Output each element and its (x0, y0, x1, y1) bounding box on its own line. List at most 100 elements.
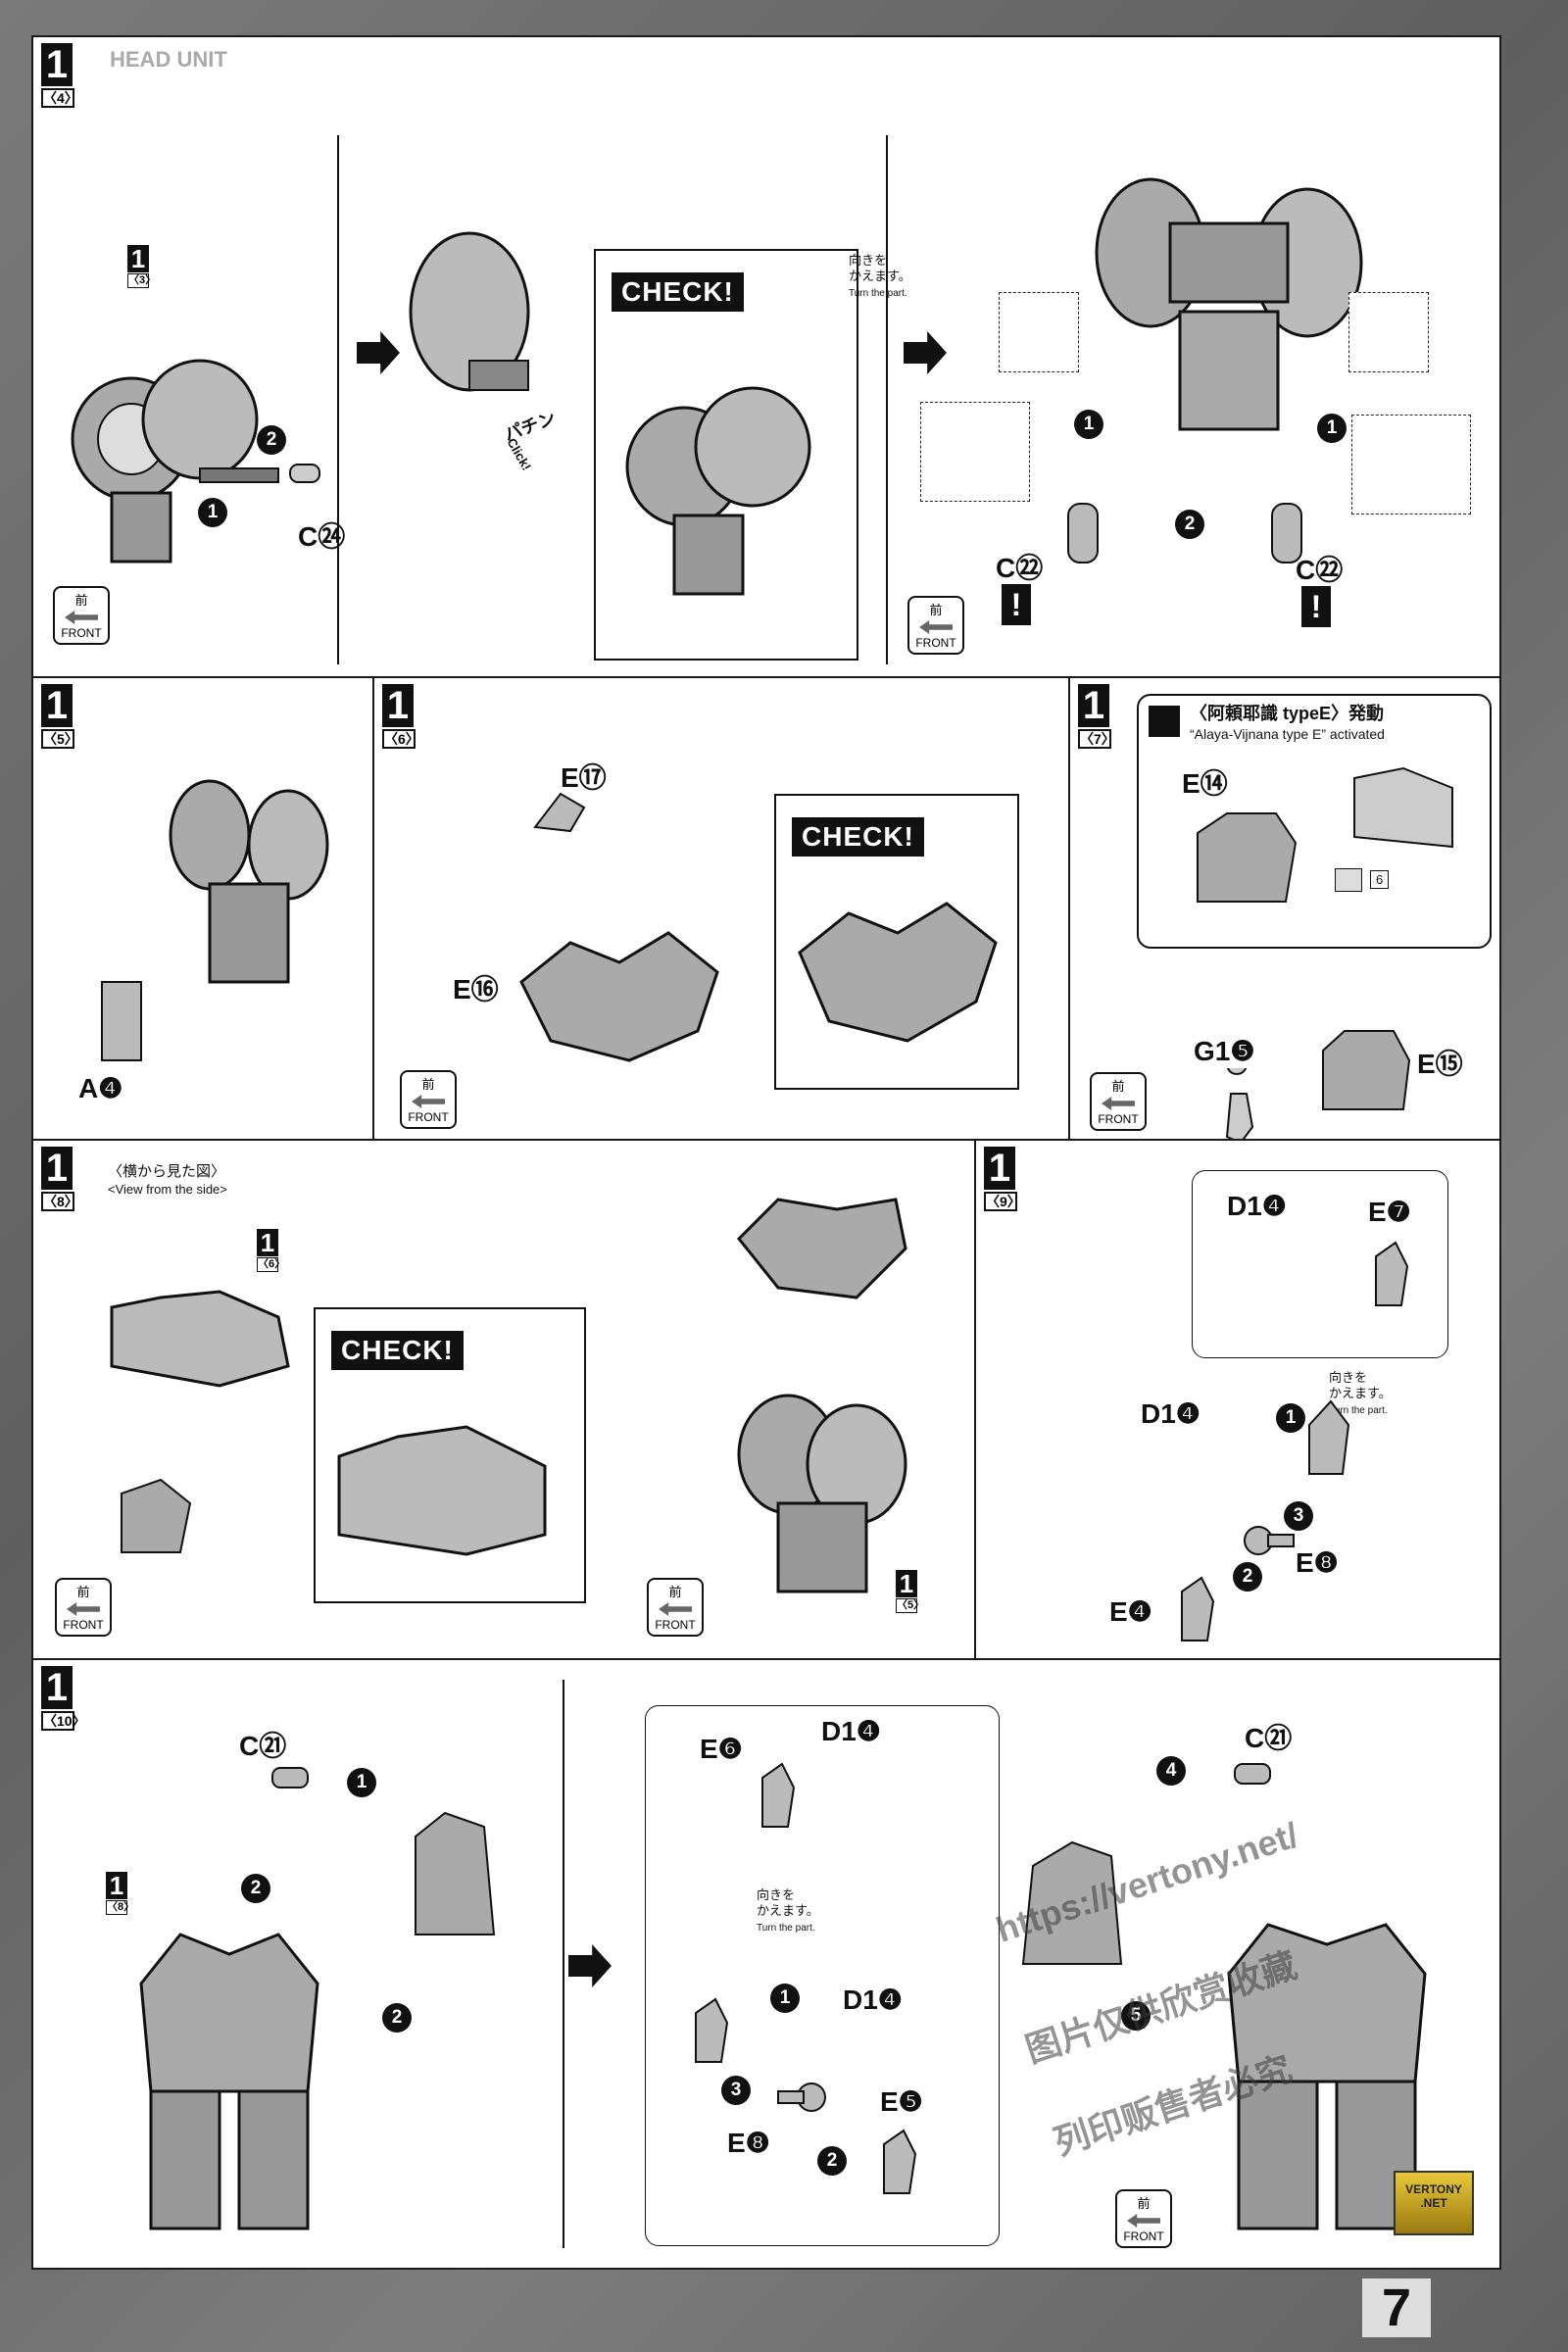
turn-jp-1: 向きを (1329, 1370, 1368, 1385)
step-number: 1〈8〉 (41, 1147, 78, 1211)
activated-title: 〈阿頼耶識 typeE〉発動 (1190, 704, 1385, 723)
detail-box (1351, 415, 1471, 514)
part-e8-icon (1244, 1526, 1295, 1555)
part-label: E⑰ (561, 762, 607, 793)
part-label: D1❹ (821, 1716, 881, 1746)
ref-step-8: 1〈8〉 (106, 1871, 135, 1915)
part-label: D1❹ (843, 1984, 903, 2015)
part-label: C㉑ (239, 1731, 287, 1761)
torso-part-illustration (519, 931, 719, 1062)
part-label: C㉒ (1296, 555, 1344, 585)
decal-icon (1149, 706, 1180, 737)
step-number: 1〈4〉 (41, 43, 78, 108)
part-label: E❹ (1109, 1596, 1152, 1627)
part-label: A❹ (78, 1073, 123, 1103)
view-label-en: <View from the side> (108, 1182, 227, 1197)
step-badge: 5 (1121, 2001, 1151, 2031)
part-side-icon (121, 1478, 192, 1553)
step-number: 1〈7〉 (1078, 684, 1115, 749)
part-c22-icon (1067, 503, 1099, 564)
check-box: CHECK! (594, 249, 858, 661)
activated-subtitle: “Alaya-Vijnana type E” activated (1190, 726, 1385, 742)
unit-title: HEAD UNIT (110, 47, 227, 72)
next-arrow (568, 1944, 612, 1987)
part-e8-icon (777, 2082, 826, 2112)
turn-en: Turn the part. (849, 288, 907, 299)
head-part-illustration (169, 779, 329, 984)
head-part-illustration (71, 359, 279, 564)
part-label: E❽ (727, 2128, 770, 2158)
detail-callout (645, 1705, 1000, 2246)
sticker-icon (1335, 868, 1362, 892)
part-c21-icon (1234, 1763, 1271, 1785)
torso-part-check (798, 902, 998, 1043)
torso-assembly-illustration (139, 1933, 319, 2230)
step-badge: 2 (257, 425, 286, 455)
panel-step-5: 1〈5〉 A❹ (31, 676, 374, 1141)
step-badge: 3 (1284, 1501, 1313, 1531)
decal-detail (1353, 766, 1453, 849)
divider (337, 135, 339, 664)
divider (886, 135, 888, 664)
part-c24-icon (289, 464, 320, 483)
head-assembly-illustration (1095, 177, 1363, 431)
turn-jp-1: 向きを (757, 1887, 796, 1902)
part-label: E❽ (1296, 1547, 1339, 1578)
activated-callout: 〈阿頼耶識 typeE〉発動 “Alaya-Vijnana type E” ac… (1137, 694, 1492, 949)
part-label: E⑯ (453, 974, 499, 1004)
step-badge: 2 (1233, 1562, 1262, 1592)
step-badge: 2 (241, 1874, 270, 1903)
step-badge: 1 (198, 498, 227, 527)
part-a4-icon (101, 981, 142, 1061)
part-label: G1❺ (1194, 1036, 1255, 1066)
ref-step-3: 1〈3〉 (127, 244, 157, 288)
step-badge: 2 (382, 2003, 412, 2033)
caution-icon: ! (1301, 586, 1331, 627)
part-label: E⑭ (1182, 768, 1228, 799)
part-label: D1❹ (1227, 1191, 1287, 1221)
step-badge: 3 (721, 2076, 751, 2105)
part-label: E❺ (880, 2086, 923, 2117)
check-box: CHECK! (314, 1307, 586, 1603)
part-e7-assembled-icon (1308, 1399, 1350, 1475)
turn-jp-2: かえます。 (849, 269, 911, 283)
stack-assembly-illustration (736, 1198, 907, 1593)
head-part-check (625, 386, 811, 596)
part-label: E❻ (700, 1734, 743, 1764)
pilot-figure-icon (1225, 1068, 1254, 1145)
turn-jp-2: かえます。 (757, 1903, 819, 1918)
page-number: 7 (1362, 2278, 1431, 2337)
vertony-logo: VERTONY.NET (1394, 2171, 1474, 2235)
step-badge: 1 (1276, 1403, 1305, 1433)
step-number: 1〈5〉 (41, 684, 78, 749)
step-badge: 1 (347, 1768, 376, 1797)
panel-step-9: 1〈9〉 D1❹ E❼ 向きを かえます。 Turn the part. D1❹… (974, 1139, 1501, 1660)
part-e6-assembled-icon (695, 1997, 729, 2063)
part-c21-icon (271, 1767, 309, 1788)
part-e17-icon (533, 792, 586, 833)
part-label: C㉒ (996, 553, 1044, 583)
step-number: 1〈9〉 (984, 1147, 1021, 1211)
next-arrow (357, 331, 400, 374)
detail-callout (1192, 1170, 1448, 1358)
panel-step-7: 1〈7〉 〈阿頼耶識 typeE〉発動 “Alaya-Vijnana type … (1068, 676, 1501, 1145)
turn-en: Turn the part. (757, 1923, 815, 1934)
step-badge: 1 (1074, 410, 1103, 439)
leg-joint-part-icon (1021, 1840, 1123, 1965)
detail-box (920, 402, 1030, 502)
part-e7-icon (1375, 1241, 1409, 1306)
part-c22-icon (1271, 503, 1302, 564)
view-label-jp: 〈横から見た図〉 (108, 1163, 226, 1180)
step-badge: 2 (1175, 510, 1204, 539)
panel-step-8: 1〈8〉 〈横から見た図〉 <View from the side> 1〈6〉 … (31, 1139, 976, 1660)
part-e6-icon (761, 1762, 796, 1828)
panel-step-10: 1〈10〉 C㉑ 1 2 2 1〈8〉 E❻ D1❹ 向きを かえます。 Tur… (31, 1658, 1501, 2270)
part-e14-icon (1197, 812, 1298, 903)
turn-jp-1: 向きを (849, 253, 888, 268)
